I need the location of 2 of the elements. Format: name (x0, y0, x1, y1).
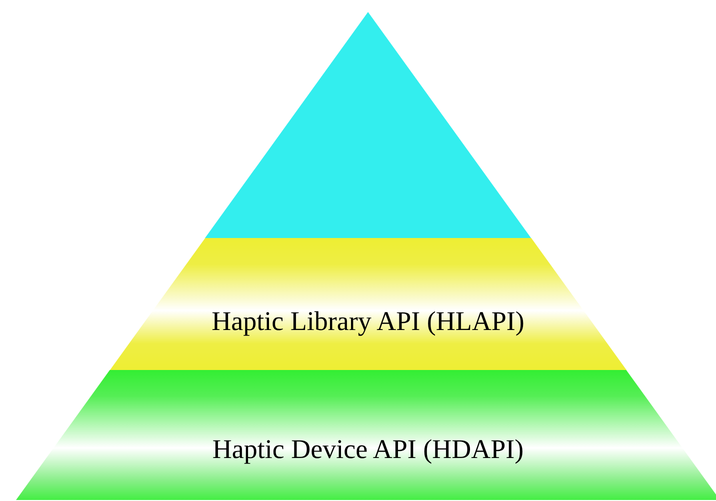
layer-label: Haptic Device API (HDAPI) (211, 434, 525, 465)
layer-label: Haptic Library API (HLAPI) (210, 306, 526, 337)
